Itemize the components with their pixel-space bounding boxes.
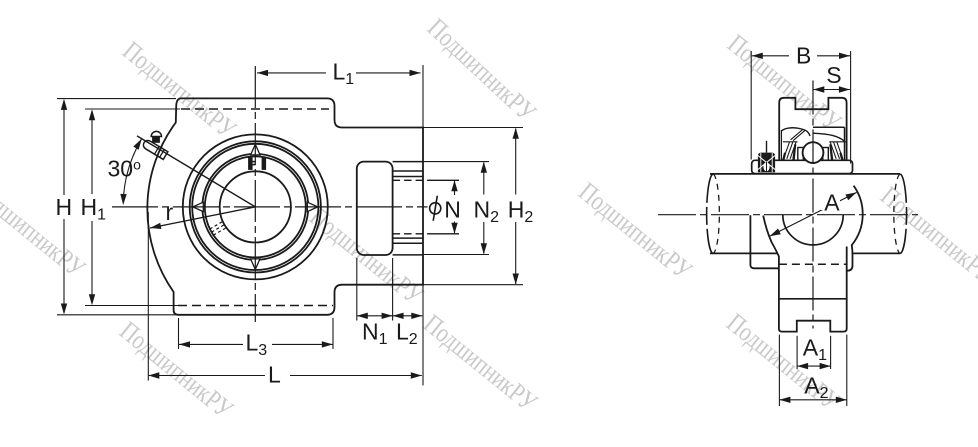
svg-text:H: H xyxy=(56,194,73,220)
svg-text:B: B xyxy=(796,42,811,68)
svg-text:N: N xyxy=(444,196,461,222)
svg-text:N2: N2 xyxy=(474,196,500,226)
svg-text:S: S xyxy=(826,62,841,88)
svg-text:H1: H1 xyxy=(81,194,107,224)
svg-text:A1: A1 xyxy=(803,335,827,365)
svg-text:L: L xyxy=(268,362,281,388)
svg-text:A: A xyxy=(824,190,840,216)
svg-text:r: r xyxy=(166,199,174,225)
